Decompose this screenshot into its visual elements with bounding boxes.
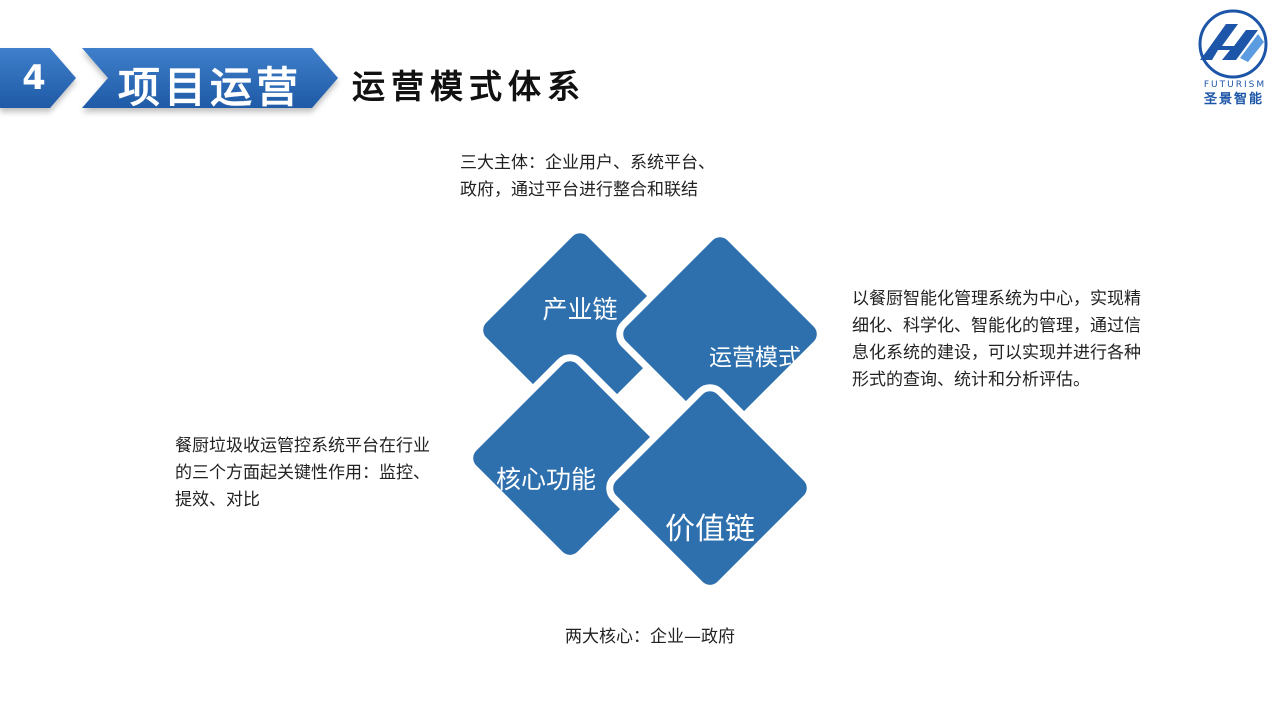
section-banner bbox=[0, 40, 360, 118]
page-subtitle: 运营模式体系 bbox=[352, 67, 586, 106]
banner-arrows bbox=[0, 48, 338, 108]
diamond-label-core-function: 核心功能 bbox=[495, 465, 596, 494]
logo-text-cn: 圣景智能 bbox=[1203, 92, 1264, 107]
diamond-value-chain bbox=[606, 384, 814, 592]
diamond-operation-mode bbox=[616, 230, 824, 438]
section-title-arrow bbox=[82, 48, 338, 108]
diamond-label-value-chain: 价值链 bbox=[665, 512, 755, 547]
company-logo-icon bbox=[1198, 9, 1268, 79]
section-number: 4 bbox=[22, 58, 46, 98]
note-platform-role: 餐厨垃圾收运管控系统平台在行业的三个方面起关键性作用：监控、提效、对比 bbox=[175, 436, 430, 510]
section-number-arrow bbox=[0, 48, 76, 108]
diamond-label-operation-mode: 运营模式 bbox=[709, 345, 801, 371]
note-two-cores: 两大核心：企业—政府 bbox=[565, 627, 735, 647]
logo-text-en: FUTURISM bbox=[1203, 80, 1267, 90]
diamond-industry-chain bbox=[476, 226, 684, 434]
operation-model-diagram bbox=[466, 226, 824, 592]
note-three-subjects: 三大主体：企业用户、系统平台、政府，通过平台进行整合和联结 bbox=[460, 153, 715, 200]
note-management-system: 以餐厨智能化管理系统为中心，实现精细化、科学化、智能化的管理，通过信息化系统的建… bbox=[852, 289, 1141, 390]
section-title: 项目运营 bbox=[118, 63, 303, 112]
diamond-label-industry-chain: 产业链 bbox=[542, 295, 618, 324]
